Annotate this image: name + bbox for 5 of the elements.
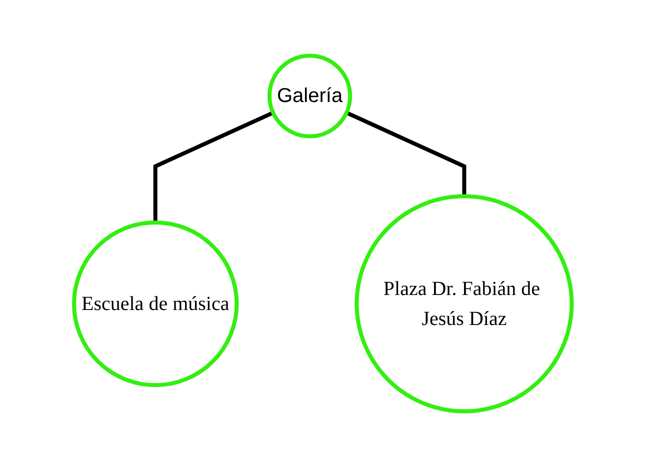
connector — [154, 110, 274, 222]
node-circle: Escuela de música — [72, 220, 239, 388]
node-circle: Plaza Dr. Fabián de Jesús Díaz — [354, 194, 574, 414]
node-circle: Galería — [268, 54, 352, 138]
connector — [346, 110, 466, 196]
